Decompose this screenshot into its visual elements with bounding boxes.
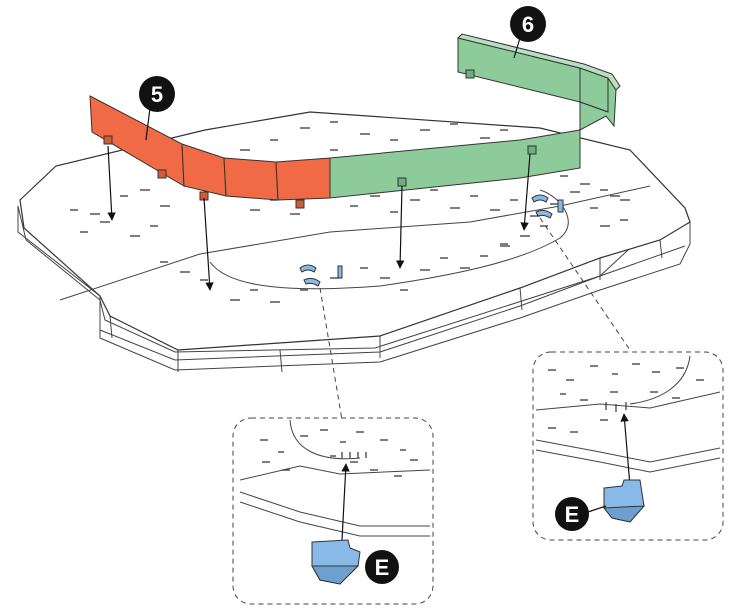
callout-step-5: 5 — [139, 76, 175, 112]
rim-band-1 — [23, 227, 111, 317]
base-slot-marks — [70, 121, 630, 303]
blue-clips-on-base — [299, 194, 564, 287]
callout-step-6: 6 — [510, 6, 546, 42]
leader-line-left — [319, 287, 343, 421]
seam-line-left — [59, 185, 651, 301]
rim-band-5 — [519, 287, 523, 311]
callout-part-e-right-label: E — [565, 502, 580, 527]
green-panel-segment-4 — [579, 76, 617, 131]
green-panel-segment-1 — [329, 129, 581, 199]
callout-step-6-label: 6 — [522, 12, 534, 37]
callout-part-e-left-label: E — [375, 555, 390, 580]
orange-panel-segment-4 — [275, 157, 331, 201]
green-wall-panel — [329, 33, 621, 199]
rim-band-8 — [659, 239, 663, 259]
orange-wall-panel — [89, 95, 331, 209]
orange-panel-segment-3 — [223, 157, 279, 201]
callout-step-5-label: 5 — [151, 82, 163, 107]
base-platform — [17, 111, 691, 373]
green-panel-top-edge — [457, 33, 621, 91]
seam-line-inner-curve — [209, 189, 569, 290]
insertion-arrows — [107, 145, 531, 291]
callout-part-e-left — [365, 550, 399, 584]
detail-box-right: E — [532, 351, 724, 541]
rim-band-3 — [279, 349, 283, 373]
rim-lip — [99, 245, 686, 361]
base-side-wall — [17, 205, 691, 371]
detail-box-left: E — [232, 417, 434, 605]
callout-part-e-right — [555, 497, 589, 531]
